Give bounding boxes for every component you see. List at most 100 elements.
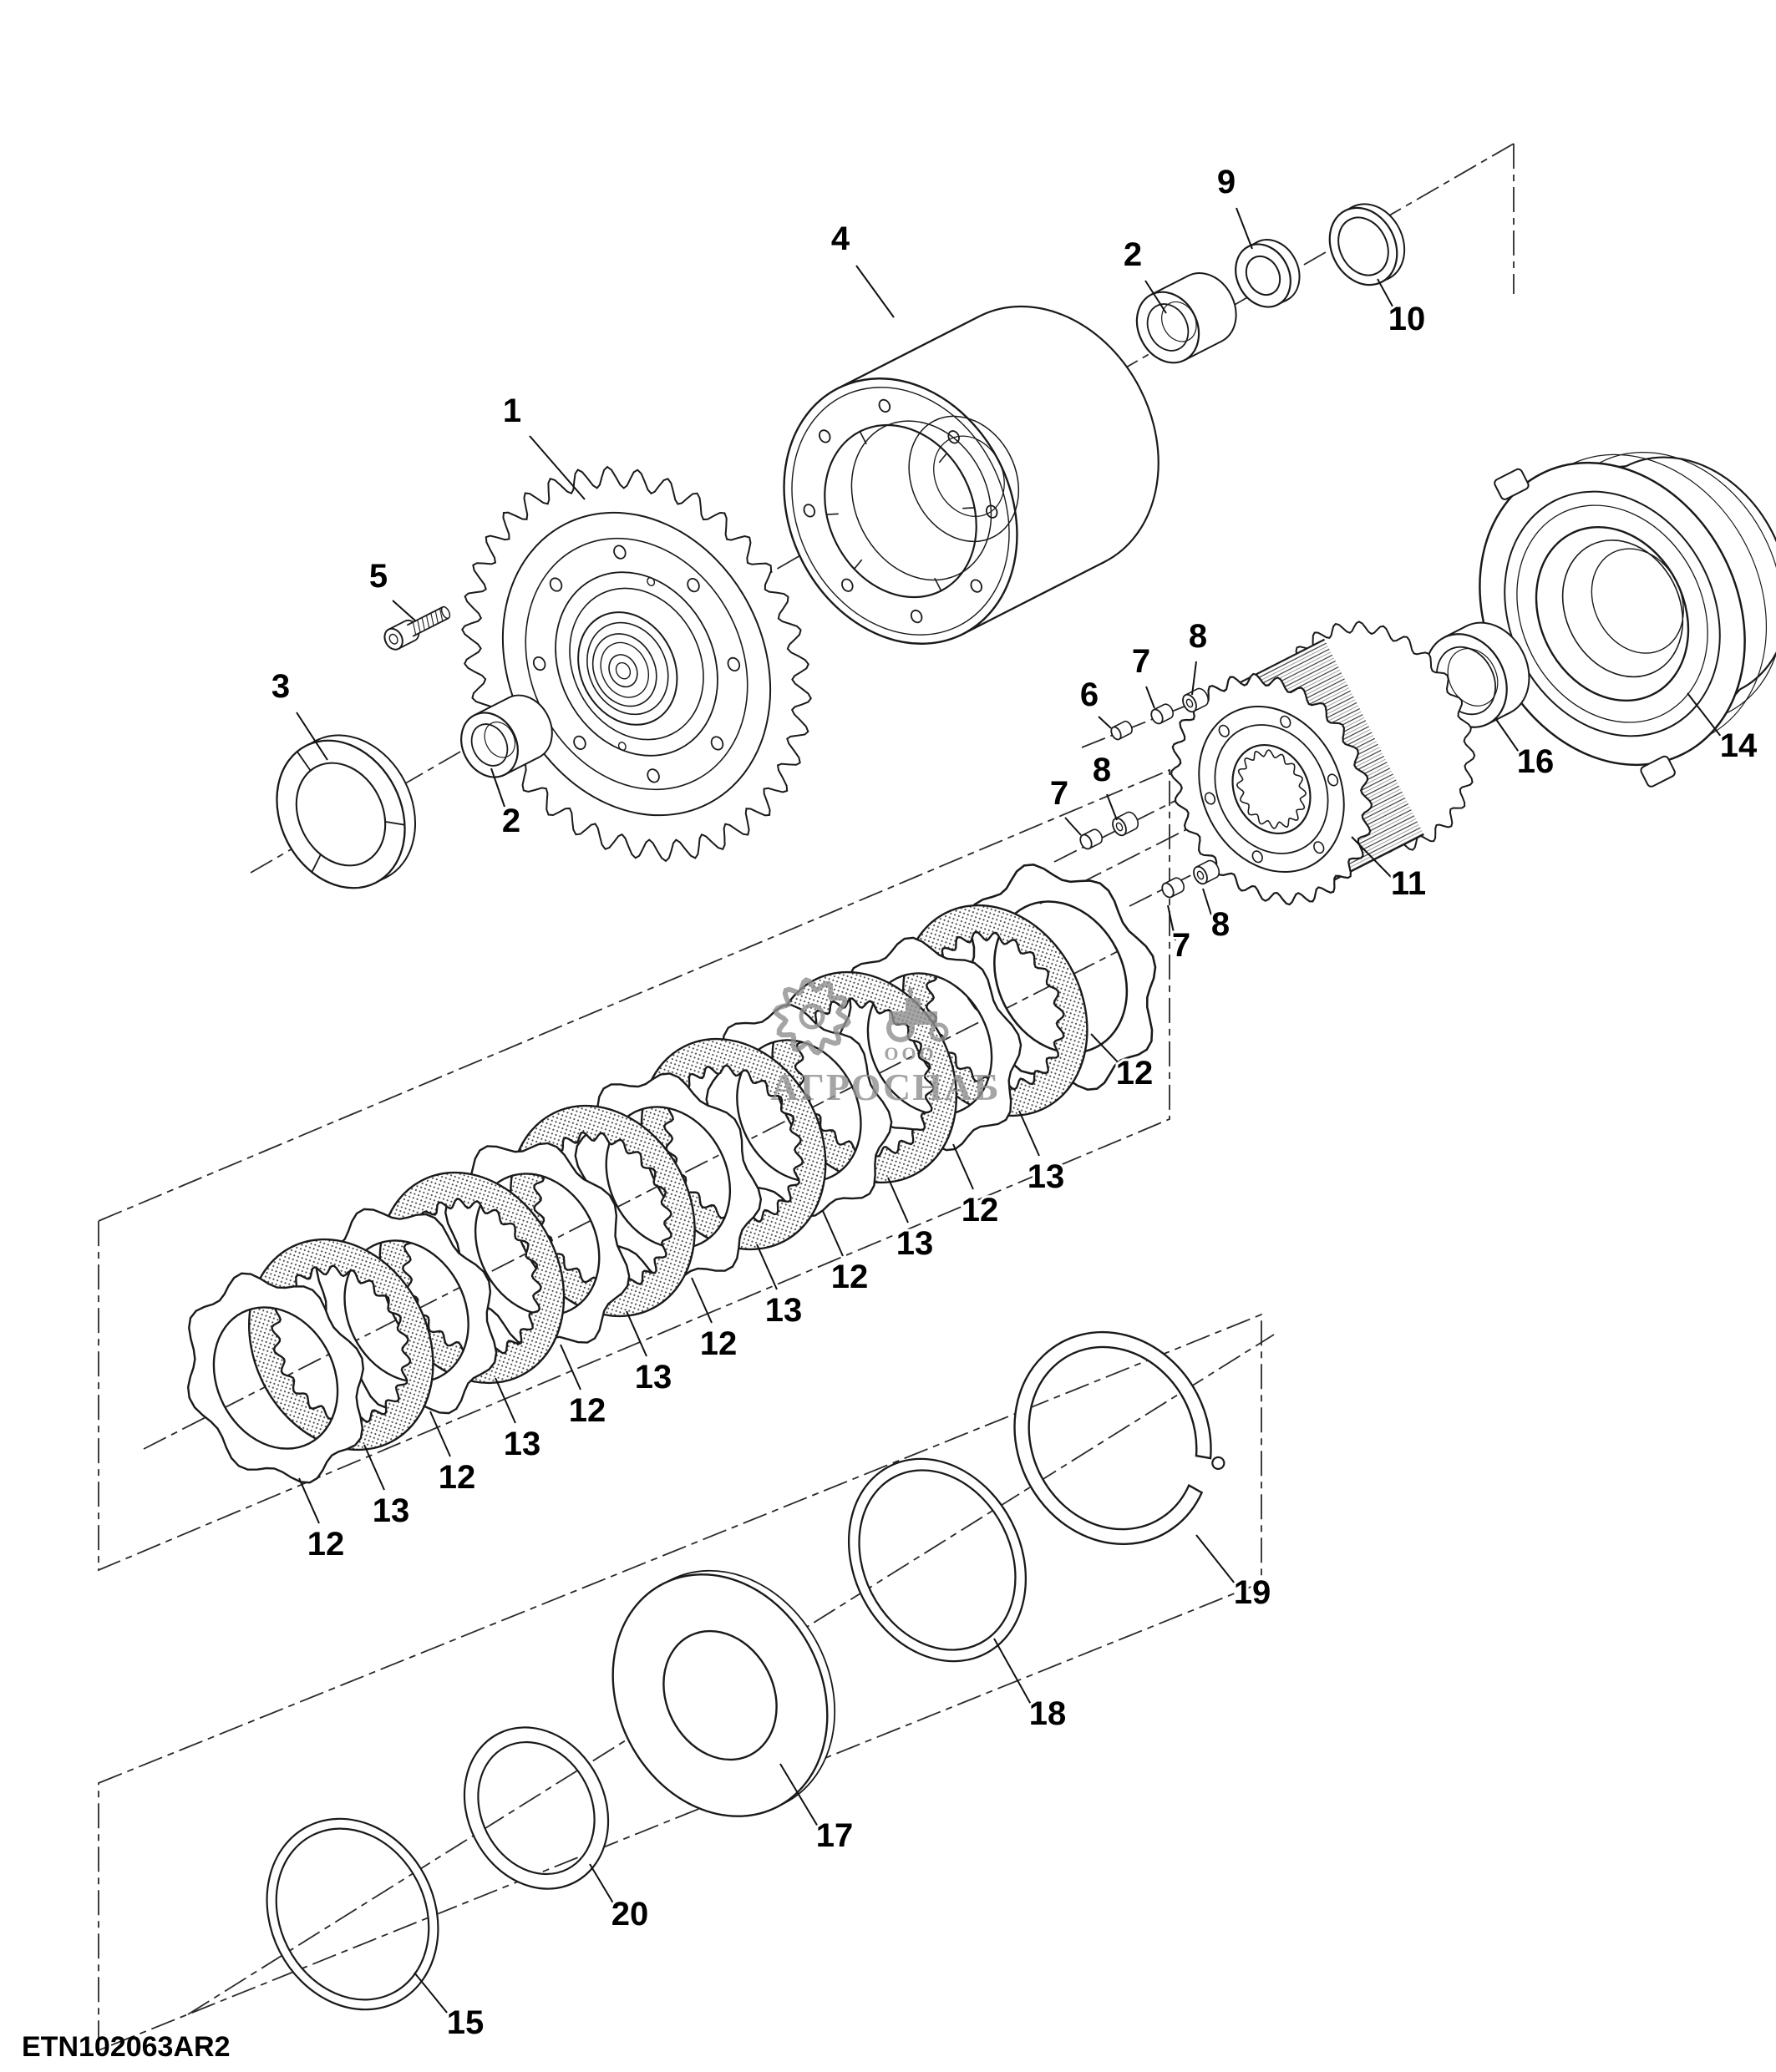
- part-number-7: 7: [1132, 643, 1150, 680]
- part-number-7: 7: [1050, 775, 1068, 812]
- part-15-o-ring: [266, 1817, 439, 2011]
- part-2-bushing: [460, 694, 553, 778]
- callout-leader: [756, 1244, 778, 1290]
- part-number-13: 13: [504, 1426, 541, 1462]
- part-callouts: 1223456789101114167878121312131213121312…: [269, 161, 1760, 2044]
- callout-leader: [589, 1863, 618, 1911]
- part-17-washer: [611, 1569, 836, 1817]
- callout-leader: [529, 435, 586, 500]
- part-number-13: 13: [765, 1292, 803, 1329]
- part-number-1: 1: [503, 393, 521, 429]
- watermark-agrosnab: АГРОСНАБ: [770, 1066, 1000, 1108]
- callout-leader: [855, 265, 895, 318]
- part-pin: [1110, 720, 1133, 741]
- callout-leader: [1145, 686, 1155, 709]
- callout-leader: [495, 1377, 516, 1424]
- callout-leader: [1377, 278, 1398, 315]
- callout-leader: [1064, 817, 1082, 836]
- part-number-4: 4: [831, 220, 850, 257]
- callout-leader: [1202, 888, 1214, 921]
- callout-leader: [1090, 1033, 1124, 1068]
- tractor-icon: [886, 988, 949, 1042]
- part-number-8: 8: [1189, 618, 1207, 655]
- part-13-friction-disc: [247, 1238, 434, 1451]
- callout-leader: [1687, 692, 1725, 742]
- part-number-12: 12: [439, 1459, 476, 1496]
- part-number-18: 18: [1029, 1695, 1067, 1732]
- callout-leader: [626, 1310, 647, 1357]
- part-number-13: 13: [373, 1492, 410, 1529]
- part-number-12: 12: [962, 1192, 999, 1229]
- callout-leader: [1191, 661, 1197, 696]
- part-number-12: 12: [307, 1526, 345, 1563]
- callout-leader: [1195, 1534, 1239, 1588]
- part-number-2: 2: [1124, 236, 1142, 273]
- part-1-gear: [461, 465, 812, 863]
- part-9-washer: [1235, 239, 1301, 308]
- callout-leader: [296, 712, 328, 761]
- callout-leader: [1144, 280, 1167, 314]
- callout-leader: [490, 768, 505, 808]
- callout-leader: [1236, 207, 1253, 250]
- part-number-13: 13: [896, 1225, 934, 1262]
- part-number-10: 10: [1388, 301, 1426, 337]
- callout-leader: [993, 1638, 1034, 1710]
- part-number-8: 8: [1211, 906, 1230, 943]
- part-number-12: 12: [831, 1259, 869, 1295]
- part-pin: [1193, 859, 1220, 885]
- part-number-17: 17: [816, 1817, 854, 1854]
- part-number-19: 19: [1234, 1574, 1271, 1611]
- callout-leader: [298, 1477, 320, 1524]
- part-number-12: 12: [569, 1392, 606, 1429]
- callout-leader: [1494, 717, 1523, 757]
- callout-leader: [779, 1763, 821, 1831]
- diagram-artwork: [98, 143, 1776, 2052]
- callout-leader: [1018, 1110, 1040, 1157]
- callout-leader: [1167, 904, 1176, 941]
- part-pin: [1182, 687, 1210, 713]
- watermark: ООО АГРОСНАБ: [770, 977, 1000, 1108]
- part-number-12: 12: [700, 1325, 738, 1362]
- part-number-7: 7: [1172, 927, 1190, 964]
- callout-leader: [952, 1143, 974, 1190]
- callout-leader: [1098, 716, 1112, 729]
- part-number-5: 5: [369, 558, 388, 595]
- part-number-12: 12: [1116, 1055, 1154, 1092]
- gear-logo-icon: [773, 977, 851, 1056]
- callout-leader: [392, 600, 417, 622]
- part-number-20: 20: [611, 1896, 649, 1933]
- part-pin: [1150, 703, 1175, 725]
- part-10-washer: [1328, 203, 1406, 286]
- callout-leader: [1106, 793, 1118, 821]
- part-number-2: 2: [502, 803, 520, 839]
- part-4-drum: [783, 305, 1159, 645]
- part-number-13: 13: [635, 1359, 672, 1396]
- part-12-plate: [186, 1272, 365, 1484]
- watermark-ooo: ООО: [884, 1043, 936, 1064]
- part-16-ring: [1424, 621, 1530, 728]
- part-number-9: 9: [1217, 164, 1236, 200]
- callout-leader: [429, 1411, 451, 1457]
- part-number-11: 11: [1391, 865, 1426, 902]
- part-number-14: 14: [1720, 727, 1758, 764]
- part-number-15: 15: [447, 2004, 485, 2041]
- callout-leader: [363, 1444, 385, 1491]
- part-number-8: 8: [1093, 752, 1111, 788]
- part-2-bushing: [1135, 271, 1237, 364]
- part-number-3: 3: [271, 668, 290, 705]
- callout-leader: [560, 1344, 581, 1391]
- part-number-16: 16: [1517, 743, 1555, 780]
- callout-leader: [691, 1277, 713, 1324]
- part-pin: [1112, 811, 1139, 837]
- part-11-splined-hub: [1170, 621, 1476, 906]
- drawing-code: ETN102063AR2: [22, 2031, 230, 2063]
- part-3-ring: [276, 734, 417, 889]
- part-pin: [1079, 828, 1104, 850]
- part-5-bolt: [383, 605, 451, 651]
- part-number-13: 13: [1028, 1158, 1065, 1195]
- part-18-ring: [847, 1457, 1028, 1663]
- part-14-housing: [1479, 452, 1776, 788]
- part-19-snap-ring: [1013, 1330, 1225, 1546]
